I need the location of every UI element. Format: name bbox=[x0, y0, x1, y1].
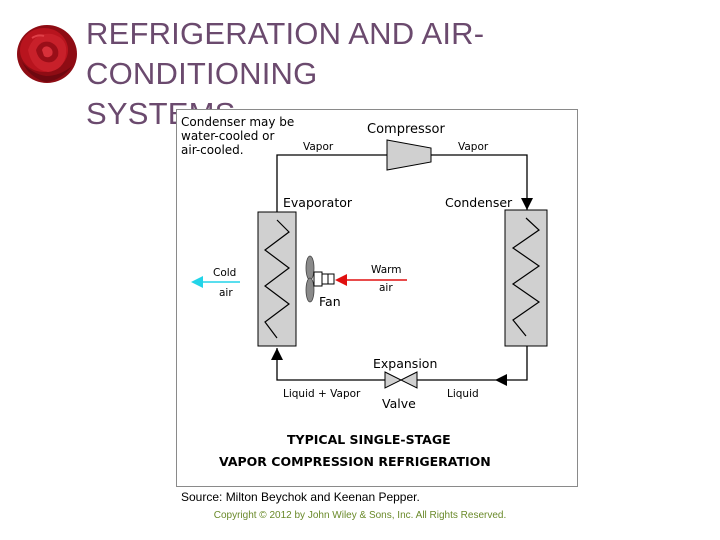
source-credit: Source: Milton Beychok and Keenan Pepper… bbox=[181, 490, 420, 504]
evaporator-label: Evaporator bbox=[283, 195, 353, 210]
valve-label: Valve bbox=[382, 396, 416, 411]
fan-icon bbox=[305, 255, 335, 303]
flow-arrow-to-condenser bbox=[521, 198, 533, 210]
copyright-notice: Copyright © 2012 by John Wiley & Sons, I… bbox=[213, 510, 507, 521]
condenser-note-line-2: water-cooled or bbox=[181, 129, 275, 143]
warm-air-label-line-1: Warm bbox=[371, 264, 402, 276]
evaporator-coil bbox=[257, 211, 297, 347]
condenser-coil bbox=[504, 209, 548, 347]
cold-air-arrow bbox=[191, 276, 240, 288]
caption-line-2: VAPOR COMPRESSION REFRIGERATION bbox=[219, 454, 491, 469]
page-title: REFRIGERATION AND AIR-CONDITIONING SYSTE… bbox=[86, 14, 706, 134]
refrigeration-cycle-diagram: Condenser may be water-cooled or air-coo… bbox=[176, 109, 578, 487]
cold-air-label-line-2: air bbox=[219, 287, 233, 299]
warm-air-arrow bbox=[335, 274, 407, 286]
expansion-valve-symbol bbox=[384, 371, 418, 389]
title-line-1: REFRIGERATION AND AIR-CONDITIONING bbox=[86, 16, 485, 91]
caption-line-1: TYPICAL SINGLE-STAGE bbox=[287, 432, 451, 447]
compressor-symbol bbox=[386, 139, 432, 171]
warm-air-label-line-2: air bbox=[379, 282, 393, 294]
flow-arrow-from-condenser bbox=[495, 374, 507, 386]
expansion-label: Expansion bbox=[373, 356, 437, 371]
compressor-label: Compressor bbox=[367, 122, 446, 137]
liquid-label: Liquid bbox=[447, 388, 479, 400]
liquid-vapor-label: Liquid + Vapor bbox=[283, 388, 361, 400]
condenser-note-line-3: air-cooled. bbox=[181, 143, 244, 157]
vapor-label-right: Vapor bbox=[458, 141, 489, 153]
rose-logo-icon bbox=[17, 25, 77, 83]
refrigerant-piping bbox=[276, 154, 528, 381]
diagram-canvas: Condenser may be water-cooled or air-coo… bbox=[181, 115, 548, 469]
fan-label: Fan bbox=[319, 294, 341, 309]
vapor-label-left: Vapor bbox=[303, 141, 334, 153]
condenser-note-line-1: Condenser may be bbox=[181, 115, 294, 129]
cold-air-label-line-1: Cold bbox=[213, 267, 236, 279]
flow-arrow-to-evaporator bbox=[271, 348, 283, 360]
condenser-label: Condenser bbox=[445, 195, 513, 210]
